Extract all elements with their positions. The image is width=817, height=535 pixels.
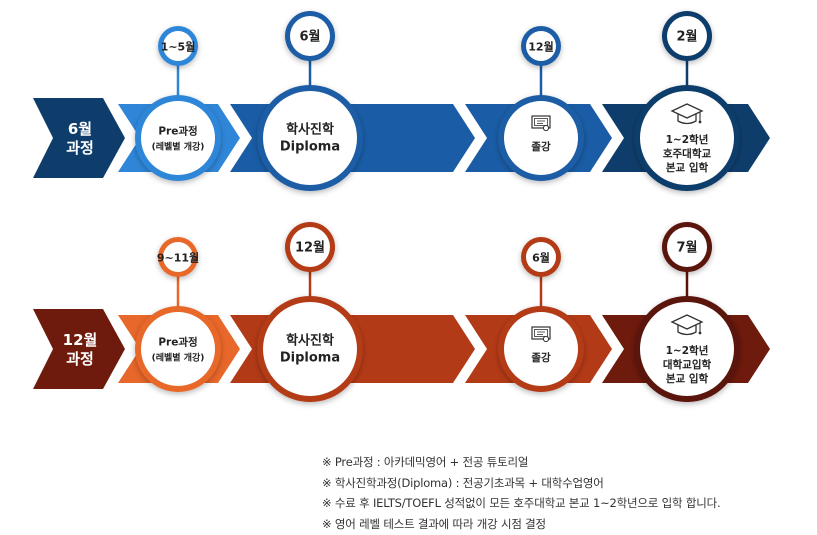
stage-label-line: 졸강 bbox=[531, 351, 551, 364]
notes-section: ※ Pre과정 : 아카데믹영어 + 전공 튜토리얼 ※ 학사진학과정(Dipl… bbox=[322, 452, 812, 534]
month-bubble bbox=[290, 16, 330, 56]
stage-label-line: Pre과정 bbox=[158, 336, 197, 349]
stage-label-line: 1~2학년 bbox=[666, 344, 709, 357]
month-label: 6월 bbox=[299, 29, 320, 45]
stage-label-line: Diploma bbox=[280, 351, 340, 366]
stage-circle bbox=[640, 91, 734, 185]
month-bubble bbox=[526, 31, 556, 61]
stage-circle bbox=[504, 101, 578, 175]
month-label: 12월 bbox=[295, 240, 325, 256]
month-label: 12월 bbox=[528, 40, 553, 54]
start-label: 과정 bbox=[66, 350, 94, 368]
stage-label-line: 학사진학 bbox=[286, 333, 334, 349]
stage-circle bbox=[141, 312, 215, 386]
stage-label-line: 대학교입학 bbox=[663, 358, 712, 371]
note-diploma-course: ※ 학사진학과정(Diploma) : 전공기초과목 + 대학수업영어 bbox=[322, 475, 604, 490]
start-chevron bbox=[33, 309, 125, 389]
stage-circle bbox=[263, 91, 357, 185]
stage-1: 9~11월 Pre과정 (레벨별 개강) bbox=[135, 237, 221, 392]
stage-label-line: 호주대학교 bbox=[663, 147, 712, 160]
start-label: 12월 bbox=[63, 331, 98, 349]
stage-circle bbox=[141, 101, 215, 175]
stage-label-line: (레벨별 개강) bbox=[152, 352, 205, 364]
month-label: 7월 bbox=[676, 240, 697, 256]
month-bubble bbox=[163, 242, 193, 272]
stage-label-line: Pre과정 bbox=[158, 125, 197, 138]
note-level-test: ※ 영어 레벨 테스트 결과에 따라 개강 시점 결정 bbox=[322, 516, 546, 531]
stage-circle bbox=[640, 302, 734, 396]
stage-label-line: 1~2학년 bbox=[666, 133, 709, 146]
month-bubble bbox=[667, 227, 707, 267]
stage-label-line: Diploma bbox=[280, 140, 340, 155]
start-label: 과정 bbox=[66, 139, 94, 157]
month-bubble bbox=[290, 227, 330, 267]
month-bubble bbox=[526, 242, 556, 272]
month-bubble bbox=[163, 31, 193, 61]
note-university-entry: ※ 수료 후 IELTS/TOEFL 성적없이 모든 호주대학교 본교 1~2학… bbox=[322, 496, 721, 510]
stage-label-line: (레벨별 개강) bbox=[152, 141, 205, 153]
stage-1: 1~5월 Pre과정 (레벨별 개강) bbox=[135, 26, 221, 181]
stage-circle bbox=[263, 302, 357, 396]
diploma-certificate-icon bbox=[531, 326, 551, 343]
month-label: 6월 bbox=[532, 251, 550, 265]
stage-label-line: 본교 입학 bbox=[666, 372, 709, 385]
stage-label-line: 졸강 bbox=[531, 140, 551, 153]
diploma-certificate-icon bbox=[531, 115, 551, 132]
note-pre-course: ※ Pre과정 : 아카데믹영어 + 전공 튜토리얼 bbox=[322, 455, 529, 469]
stage-label-line: 학사진학 bbox=[286, 122, 334, 138]
month-bubble bbox=[667, 16, 707, 56]
graduation-cap-icon bbox=[670, 103, 704, 125]
graduation-cap-icon bbox=[670, 314, 704, 336]
stage-label-line: 본교 입학 bbox=[666, 161, 709, 174]
month-label: 1~5월 bbox=[161, 40, 196, 54]
start-chevron bbox=[33, 98, 125, 178]
stage-circle bbox=[504, 312, 578, 386]
month-label: 2월 bbox=[676, 29, 697, 45]
start-label: 6월 bbox=[68, 120, 92, 138]
month-label: 9~11월 bbox=[157, 251, 199, 265]
